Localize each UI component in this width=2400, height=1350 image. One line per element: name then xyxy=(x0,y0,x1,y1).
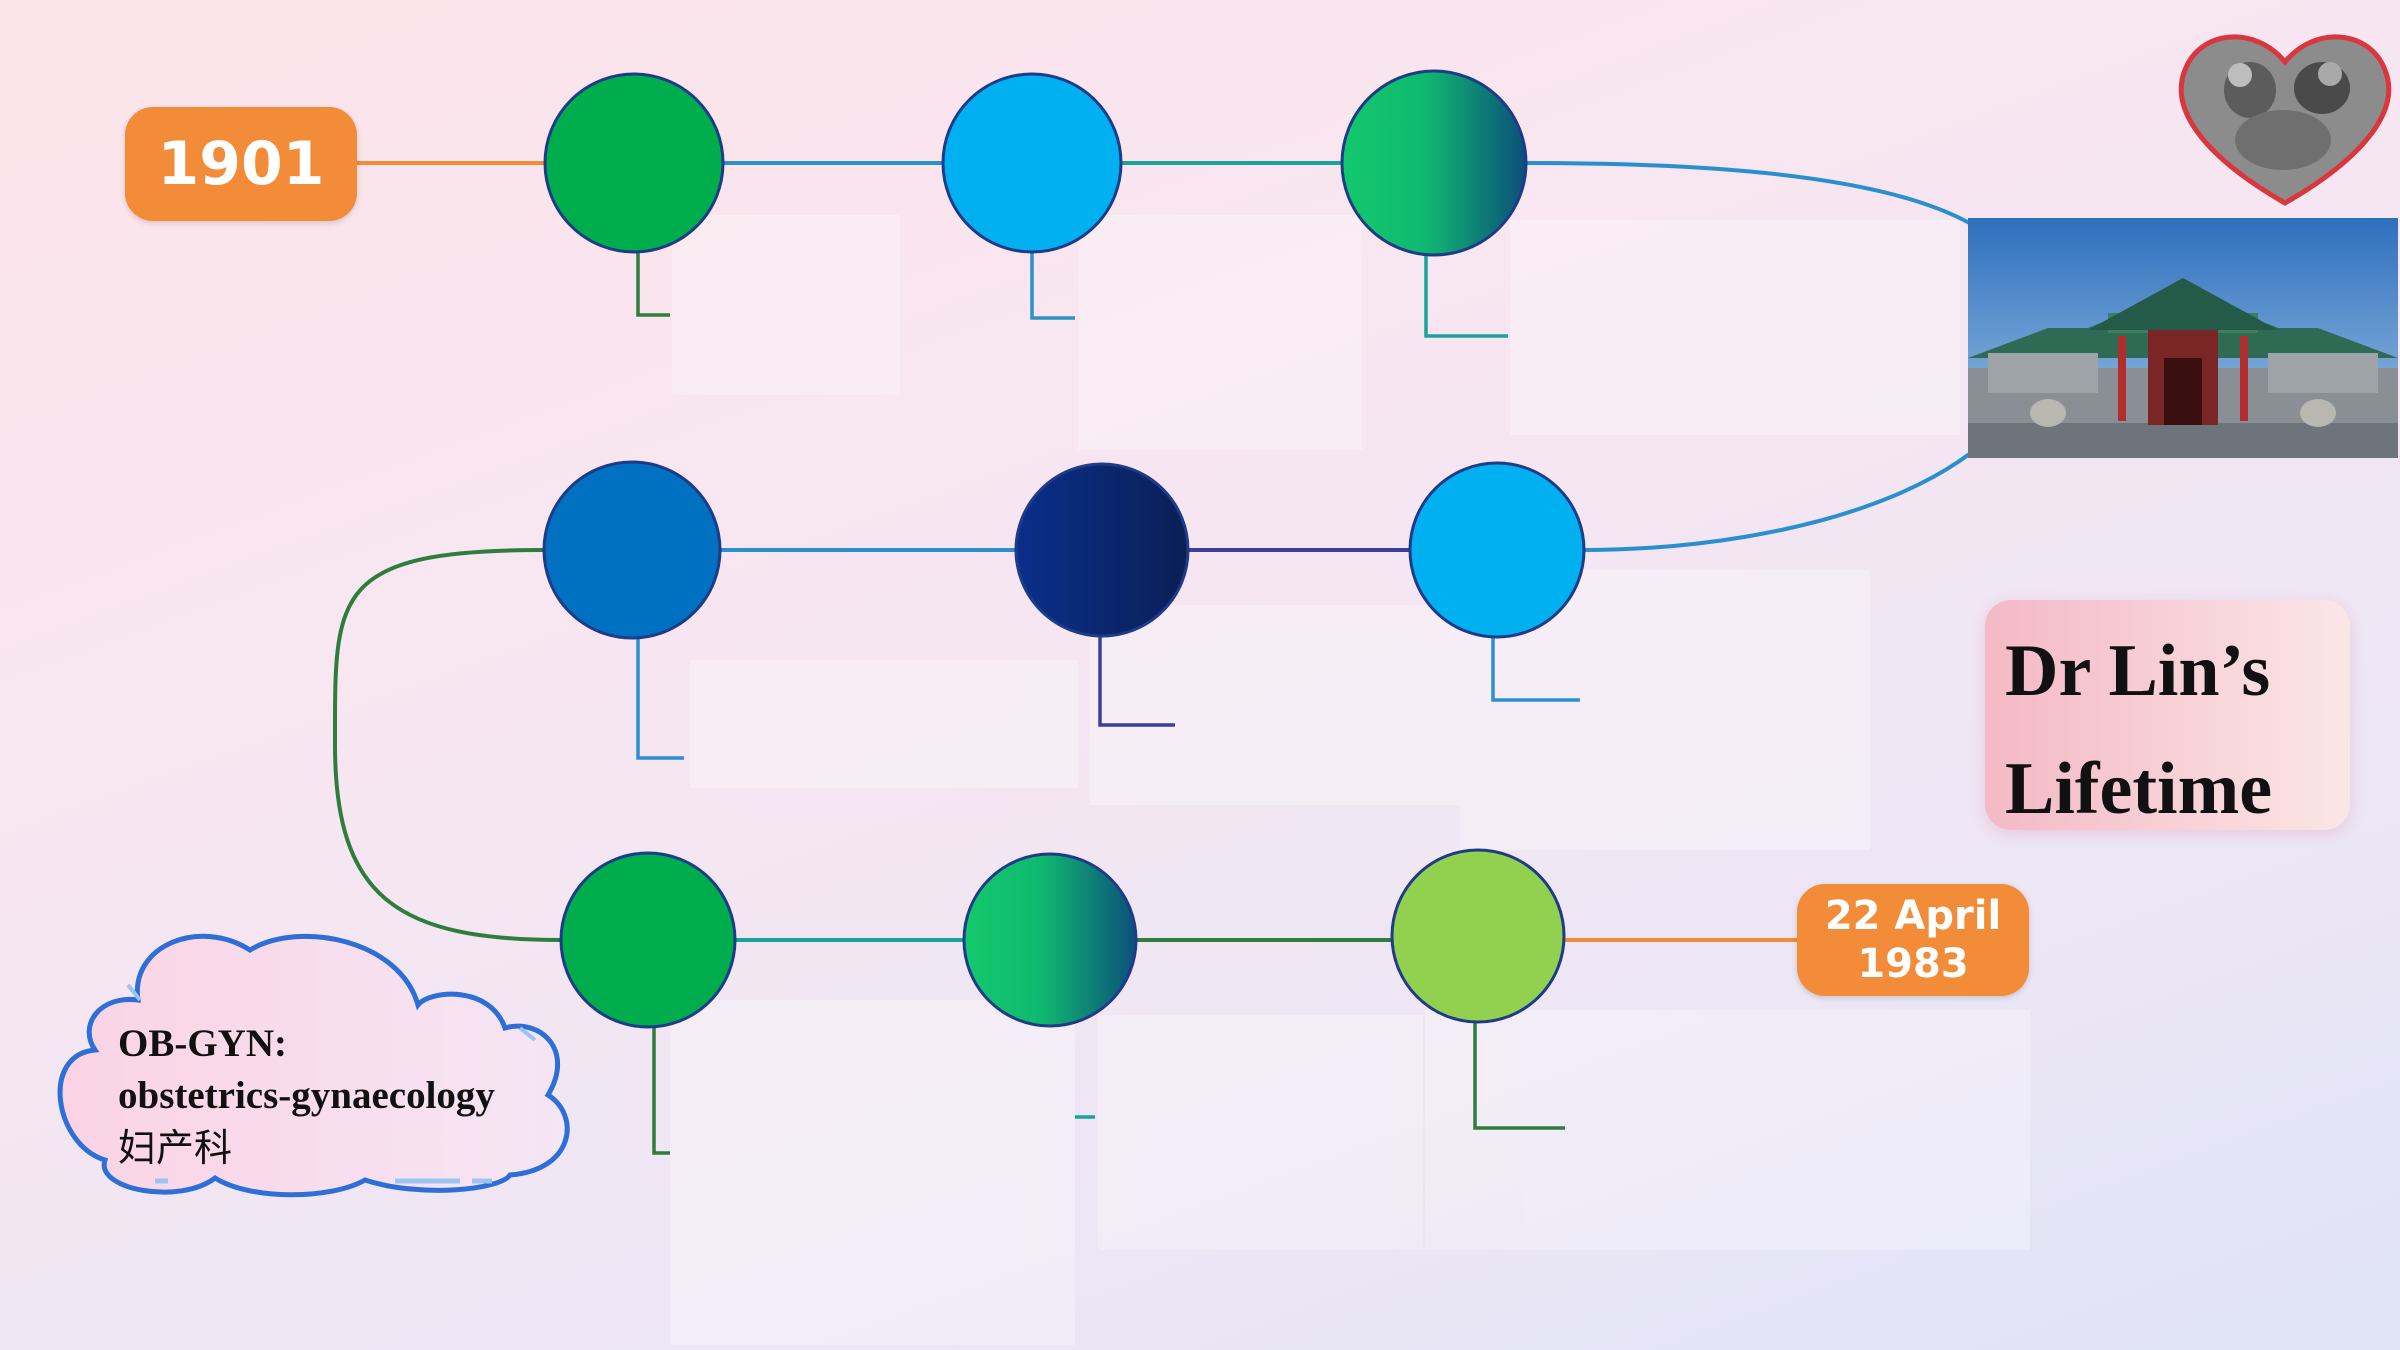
milestone-circle xyxy=(941,72,1123,254)
milestone-circle xyxy=(543,72,725,254)
milestone-circle xyxy=(962,852,1138,1028)
milestone-circle xyxy=(1390,848,1566,1024)
milestone-circle xyxy=(1408,461,1586,639)
title-line2: Lifetime xyxy=(2005,748,2273,830)
building-photo-icon xyxy=(1968,218,2398,458)
milestone-circle xyxy=(559,851,737,1029)
title-box xyxy=(1985,600,2350,830)
page-title: Dr Lin’s Lifetime xyxy=(2005,612,2335,848)
start-year-badge: 1901 xyxy=(125,107,357,221)
milestone-circles xyxy=(542,69,1586,1029)
milestone-circle xyxy=(542,460,722,640)
cloud-note: OB-GYN: obstetrics-gynaecology 妇产科 xyxy=(118,1018,578,1174)
note-line2: obstetrics-gynaecology xyxy=(118,1074,495,1117)
end-date-line2: 1983 xyxy=(1857,941,1969,987)
drop-lines xyxy=(636,252,1580,1155)
milestone-circle xyxy=(1014,462,1190,638)
heart-photo-icon xyxy=(2178,34,2392,206)
end-date-line1: 22 April xyxy=(1824,893,2002,939)
milestone-circle xyxy=(1340,69,1528,257)
start-year-text: 1901 xyxy=(157,129,325,199)
note-line3: 妇产科 xyxy=(118,1126,233,1170)
cloud-shape-icon xyxy=(57,933,570,1198)
end-date-badge: 22 April 1983 xyxy=(1797,884,2029,996)
title-line1: Dr Lin’s xyxy=(2005,630,2271,712)
note-line1: OB-GYN: xyxy=(118,1022,287,1065)
placeholder-panels xyxy=(670,215,2030,1345)
